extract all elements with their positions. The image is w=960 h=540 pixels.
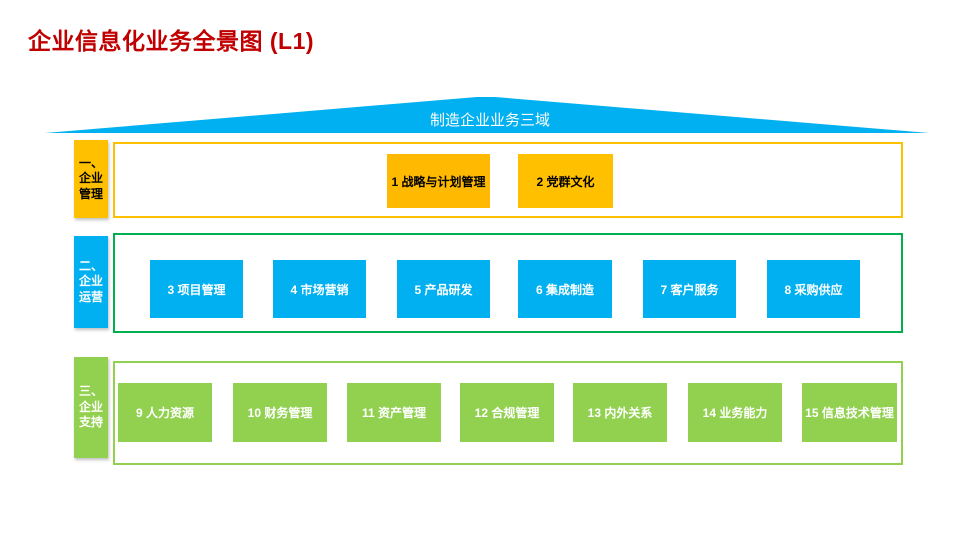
- box-1-strategy-planning: 1 战略与计划管理: [387, 154, 490, 208]
- roof-banner-label: 制造企业业务三域: [429, 112, 550, 129]
- row-frame-management: [113, 142, 903, 218]
- row-label-line: 一、: [78, 155, 103, 170]
- row-label-line: 运营: [78, 289, 103, 304]
- box-3-project-mgmt: 3 项目管理: [150, 260, 243, 318]
- box-8-procurement-supply: 8 采购供应: [767, 260, 860, 318]
- box-7-customer-service: 7 客户服务: [643, 260, 736, 318]
- row-label-line: 管理: [78, 186, 103, 201]
- row-label-support: 三、 企业 支持: [74, 357, 108, 458]
- box-10-finance: 10 财务管理: [233, 383, 327, 442]
- page-title: 企业信息化业务全景图 (L1): [28, 28, 315, 54]
- box-15-it-mgmt: 15 信息技术管理: [802, 383, 897, 442]
- box-4-marketing: 4 市场营销: [273, 260, 366, 318]
- box-13-internal-external-relations: 13 内外关系: [573, 383, 667, 442]
- roof-triangle-icon: [45, 97, 929, 133]
- box-9-hr: 9 人力资源: [118, 383, 212, 442]
- row-label-operations: 二、 企业 运营: [74, 236, 108, 328]
- row-label-line: 二、: [78, 258, 103, 273]
- row-label-line: 三、: [78, 384, 103, 399]
- box-12-compliance: 12 合规管理: [460, 383, 554, 442]
- row-label-line: 企业: [78, 399, 103, 414]
- row-label-management: 一、 企业 管理: [74, 140, 108, 218]
- box-14-business-capability: 14 业务能力: [688, 383, 782, 442]
- row-label-line: 支持: [78, 415, 103, 430]
- roof-banner-shape: [45, 97, 929, 133]
- row-label-line: 企业: [78, 171, 103, 186]
- box-2-party-culture: 2 党群文化: [518, 154, 613, 208]
- box-11-assets: 11 资产管理: [347, 383, 441, 442]
- box-6-integrated-manufacturing: 6 集成制造: [518, 260, 612, 318]
- row-label-line: 企业: [78, 274, 103, 289]
- box-5-product-rd: 5 产品研发: [397, 260, 490, 318]
